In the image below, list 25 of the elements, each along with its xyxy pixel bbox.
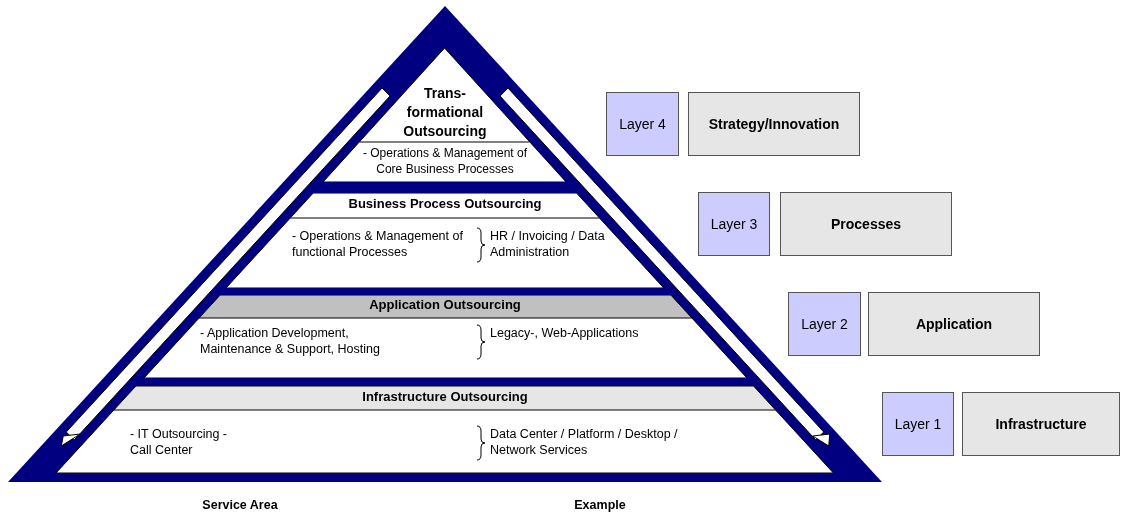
layer-name-box: Processes xyxy=(780,192,952,256)
layer-number-box: Layer 4 xyxy=(606,92,679,156)
layer-heading: Application Outsourcing xyxy=(368,297,522,313)
pyramid-layer xyxy=(143,295,747,378)
pyramid-layer xyxy=(323,48,567,182)
layer-heading: Business Process Outsourcing xyxy=(347,196,543,212)
service-description: - Application Development, Maintenance & Support, Hosting xyxy=(200,325,381,357)
layer-name-box: Application xyxy=(868,292,1040,356)
example-text: Legacy-, Web-Applications xyxy=(490,325,640,341)
service-description: - Operations & Management of Core Business Processes xyxy=(361,145,529,177)
example-text: Data Center / Platform / Desktop / Network Services xyxy=(490,426,679,458)
layer-heading: Trans- formational Outsourcing xyxy=(402,84,488,141)
layer-heading: Infrastructure Outsourcing xyxy=(361,389,529,405)
pyramid-layer xyxy=(226,193,664,288)
layer-number-box: Layer 3 xyxy=(698,192,770,256)
pyramid-layer xyxy=(56,386,834,473)
service-description: - Operations & Management of functional Processes xyxy=(292,228,464,260)
example-text: HR / Invoicing / Data Administration xyxy=(490,228,606,260)
layer-name-box: Strategy/Innovation xyxy=(688,92,860,156)
column-caption: Service Area xyxy=(201,497,279,513)
layer-name-box: Infrastructure xyxy=(962,392,1120,456)
layer-number-box: Layer 2 xyxy=(788,292,861,356)
layer-number-box: Layer 1 xyxy=(882,392,954,456)
column-caption: Example xyxy=(573,497,627,513)
service-description: - IT Outsourcing - Call Center xyxy=(130,426,228,458)
